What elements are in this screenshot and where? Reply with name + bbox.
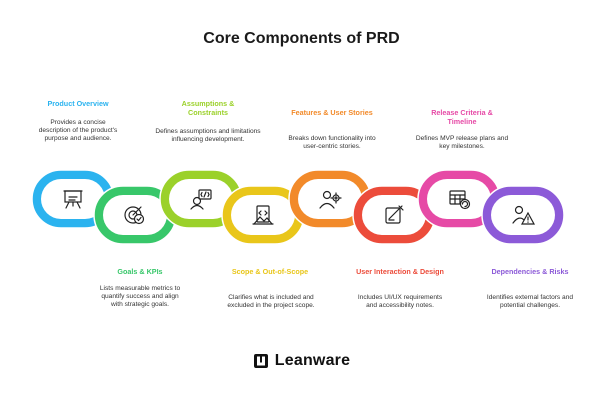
- component-label-goals-kpis: Goals & KPIs: [117, 267, 163, 276]
- component-label-features-user-stories: Features & User Stories: [291, 108, 373, 117]
- chain-link-goals-kpis: [93, 185, 177, 245]
- leanware-logo-icon: [253, 354, 268, 368]
- component-label-assumptions-constraints: Assumptions & Constraints: [181, 99, 235, 117]
- component-desc-goals-kpis: Lists measurable metrics to quantify suc…: [99, 285, 181, 309]
- chain-link-dependencies-risks: [481, 185, 565, 245]
- target-check-icon: [124, 206, 145, 225]
- component-desc-product-overview: Provides a concise description of the pr…: [38, 119, 118, 143]
- chain-diagram: [31, 169, 565, 245]
- component-desc-user-interaction-design: Includes UI/UX requirements and accessib…: [357, 294, 443, 310]
- component-desc-dependencies-risks: Identifies external factors and potentia…: [486, 294, 574, 310]
- component-label-product-overview: Product Overview: [47, 99, 109, 108]
- chain-link-scope-out-of-scope: [221, 185, 305, 245]
- chain-link-features-user-stories: [288, 169, 372, 229]
- component-label-dependencies-risks: Dependencies & Risks: [491, 267, 569, 276]
- user-gear-icon: [319, 190, 342, 209]
- presentation-board-icon: [63, 190, 83, 209]
- component-desc-release-criteria-timeline: Defines MVP release plans and key milest…: [415, 135, 509, 151]
- chain-link-user-interaction-design: [352, 185, 436, 245]
- component-label-scope-out-of-scope: Scope & Out-of-Scope: [231, 267, 309, 276]
- component-desc-scope-out-of-scope: Clarifies what is included and excluded …: [227, 294, 315, 310]
- calendar-refresh-icon: [449, 190, 471, 210]
- page-title: Core Components of PRD: [203, 30, 400, 47]
- developer-code-icon: [190, 189, 212, 210]
- document-code-icon: [252, 205, 274, 225]
- footer-brand: Leanware: [0, 352, 603, 370]
- risk-warning-icon: [512, 205, 536, 225]
- component-desc-assumptions-constraints: Defines assumptions and limitations infl…: [155, 128, 261, 144]
- component-label-release-criteria-timeline: Release Criteria & Timeline: [431, 108, 493, 126]
- design-pen-icon: [385, 205, 404, 224]
- component-desc-features-user-stories: Breaks down functionality into user-cent…: [288, 135, 376, 151]
- chain-link-product-overview: [31, 169, 115, 229]
- brand-name: Leanware: [274, 352, 351, 369]
- component-label-user-interaction-design: User Interaction & Design: [356, 267, 444, 276]
